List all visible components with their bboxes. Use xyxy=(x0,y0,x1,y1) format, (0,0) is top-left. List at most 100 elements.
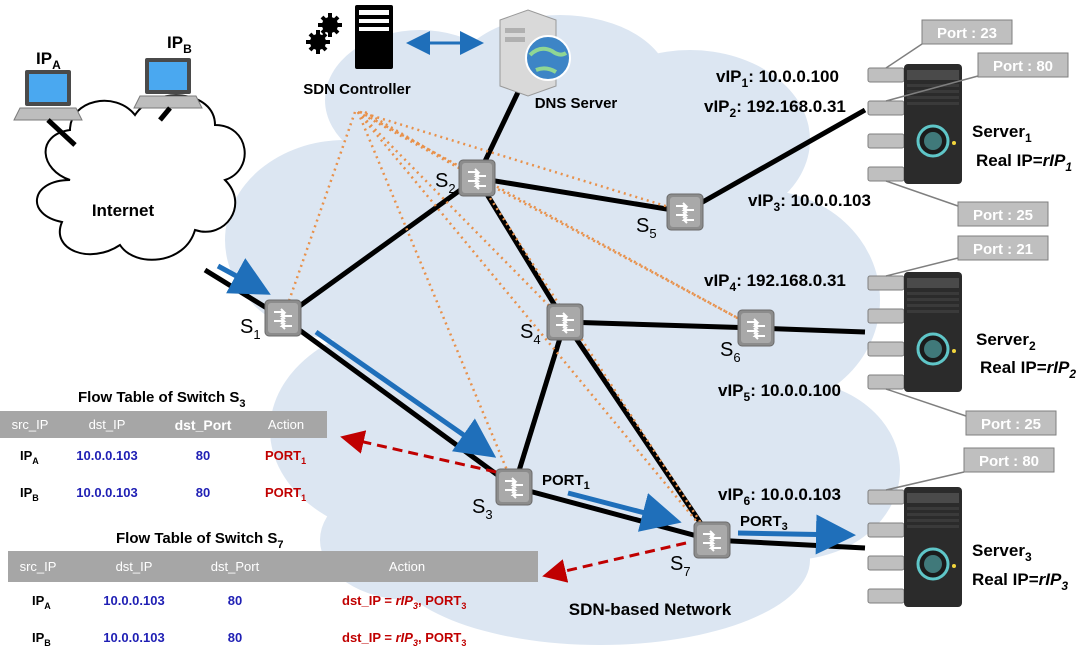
network-links xyxy=(203,86,867,551)
flow-table-s3-title: Flow Table of Switch S3 xyxy=(78,389,246,410)
svg-text:10.0.0.103: 10.0.0.103 xyxy=(76,448,137,463)
sdn-controller-label: SDN Controller xyxy=(303,81,411,98)
svg-text:10.0.0.103: 10.0.0.103 xyxy=(103,593,164,608)
ip-a-label: IPA xyxy=(36,49,61,72)
switch-s4-icon xyxy=(546,303,584,341)
table-row: IPA 10.0.0.103 80 dst_IP = rIP3, PORT3 xyxy=(32,593,466,611)
server-3-real-ip: Real IP=rIP3 xyxy=(972,570,1068,593)
flow-s3-s7-arrow xyxy=(567,490,682,532)
s3-header-action: Action xyxy=(268,417,304,432)
flow-s1-s3-arrow xyxy=(314,329,497,458)
svg-text:Port : 25: Port : 25 xyxy=(981,416,1041,433)
laptop-a-icon xyxy=(13,70,83,121)
server-1 xyxy=(867,62,964,186)
svg-text:IPB: IPB xyxy=(20,485,39,503)
switch-s1-icon xyxy=(264,299,302,337)
laptop-b-link xyxy=(158,106,172,122)
switch-s5-label: S5 xyxy=(636,215,657,241)
s3-header-dst-port: dst_Port xyxy=(175,417,232,433)
flow-table-s3: Flow Table of Switch S3 src_IP dst_IP ds… xyxy=(0,389,327,503)
port-box-5: Port : 25 xyxy=(965,410,1057,436)
port-box-3: Port : 25 xyxy=(957,201,1049,227)
svg-text:Port : 23: Port : 23 xyxy=(937,25,997,42)
svg-text:Port : 21: Port : 21 xyxy=(973,241,1033,258)
flow-table-s7-title: Flow Table of Switch S7 xyxy=(116,530,284,551)
svg-text:10.0.0.103: 10.0.0.103 xyxy=(76,485,137,500)
s7-header-src: src_IP xyxy=(20,559,57,574)
dns-server-icon xyxy=(499,9,571,97)
s7-header-dst-ip: dst_IP xyxy=(116,559,153,574)
server-3-name: Server3 xyxy=(972,541,1032,564)
switch-s2-icon xyxy=(458,159,496,197)
server-2-name: Server2 xyxy=(976,330,1036,353)
vip-1-label: vIP1: 10.0.0.100 xyxy=(716,67,839,90)
port-box-2: Port : 80 xyxy=(977,52,1069,78)
svg-text:80: 80 xyxy=(196,485,210,500)
network-label: SDN-based Network xyxy=(569,600,732,619)
port-box-1: Port : 23 xyxy=(921,19,1013,45)
s3-header-src: src_IP xyxy=(12,417,49,432)
switch-s3-label: S3 xyxy=(472,496,493,522)
server-2-real-ip: Real IP=rIP2 xyxy=(980,358,1076,381)
svg-text:IPA: IPA xyxy=(32,593,51,611)
svg-text:dst_IP = rIP3, PORT3: dst_IP = rIP3, PORT3 xyxy=(342,630,466,648)
svg-text:10.0.0.103: 10.0.0.103 xyxy=(103,630,164,645)
dns-server-label: DNS Server xyxy=(535,95,618,112)
s7-table-link-arrow xyxy=(542,541,687,583)
s3-header-dst-ip: dst_IP xyxy=(89,417,126,432)
svg-text:dst_IP = rIP3, PORT3: dst_IP = rIP3, PORT3 xyxy=(342,593,466,611)
switch-s2-label: S2 xyxy=(435,170,456,196)
vip-6-label: vIP6: 10.0.0.103 xyxy=(718,485,841,508)
switch-s4-label: S4 xyxy=(520,321,541,347)
port-box-4: Port : 21 xyxy=(957,235,1049,261)
gear-icon xyxy=(306,13,342,54)
switch-s7-label: S7 xyxy=(670,553,691,579)
svg-text:80: 80 xyxy=(228,593,242,608)
port-leader-lines xyxy=(885,43,979,491)
ip-b-label: IPB xyxy=(167,33,192,56)
server-1-name: Server1 xyxy=(972,122,1032,145)
switch-s1-label: S1 xyxy=(240,316,261,342)
svg-text:IPA: IPA xyxy=(20,448,39,466)
flow-s7-server3-arrow xyxy=(737,514,856,555)
s7-header-action: Action xyxy=(389,559,425,574)
inbound-flow-arrow xyxy=(216,258,271,295)
port-box-6: Port : 80 xyxy=(963,447,1055,473)
table-row: IPB 10.0.0.103 80 PORT1 xyxy=(20,485,306,503)
vip-4-label: vIP4: 192.168.0.31 xyxy=(704,271,846,294)
s3-table-link-arrow xyxy=(340,430,497,474)
svg-text:80: 80 xyxy=(196,448,210,463)
server-2 xyxy=(867,270,964,394)
flow-table-s7: Flow Table of Switch S7 src_IP dst_IP ds… xyxy=(8,530,538,648)
internet-label: Internet xyxy=(92,201,155,220)
control-channels xyxy=(281,110,757,541)
svg-text:80: 80 xyxy=(228,630,242,645)
controller-server-icon xyxy=(355,5,393,69)
switch-s7-icon xyxy=(693,521,731,559)
switch-s3-icon xyxy=(495,468,533,506)
table-row: IPB 10.0.0.103 80 dst_IP = rIP3, PORT3 xyxy=(32,630,466,648)
port1-label: PORT1 xyxy=(542,472,590,492)
laptop-b-icon xyxy=(133,58,203,109)
port3-label: PORT3 xyxy=(740,513,788,533)
svg-text:Port : 80: Port : 80 xyxy=(979,453,1039,470)
server-1-real-ip: Real IP=rIP1 xyxy=(976,151,1072,174)
flow-table-s3-header xyxy=(0,411,327,438)
svg-text:IPB: IPB xyxy=(32,630,51,648)
flow-table-s7-header xyxy=(8,551,538,582)
internet-cloud xyxy=(35,94,246,261)
vip-2-label: vIP2: 192.168.0.31 xyxy=(704,97,846,120)
switch-s6-label: S6 xyxy=(720,339,741,365)
svg-text:Port : 25: Port : 25 xyxy=(973,207,1033,224)
switch-s5-icon xyxy=(666,193,704,231)
switch-s6-icon xyxy=(737,309,775,347)
svg-text:PORT1: PORT1 xyxy=(265,485,306,503)
svg-text:PORT1: PORT1 xyxy=(265,448,306,466)
table-row: IPA 10.0.0.103 80 PORT1 xyxy=(20,448,306,466)
vip-5-label: vIP5: 10.0.0.100 xyxy=(718,381,841,404)
laptop-a-link xyxy=(46,118,77,147)
svg-text:Port : 80: Port : 80 xyxy=(993,58,1053,75)
vip-3-label: vIP3: 10.0.0.103 xyxy=(748,191,871,214)
